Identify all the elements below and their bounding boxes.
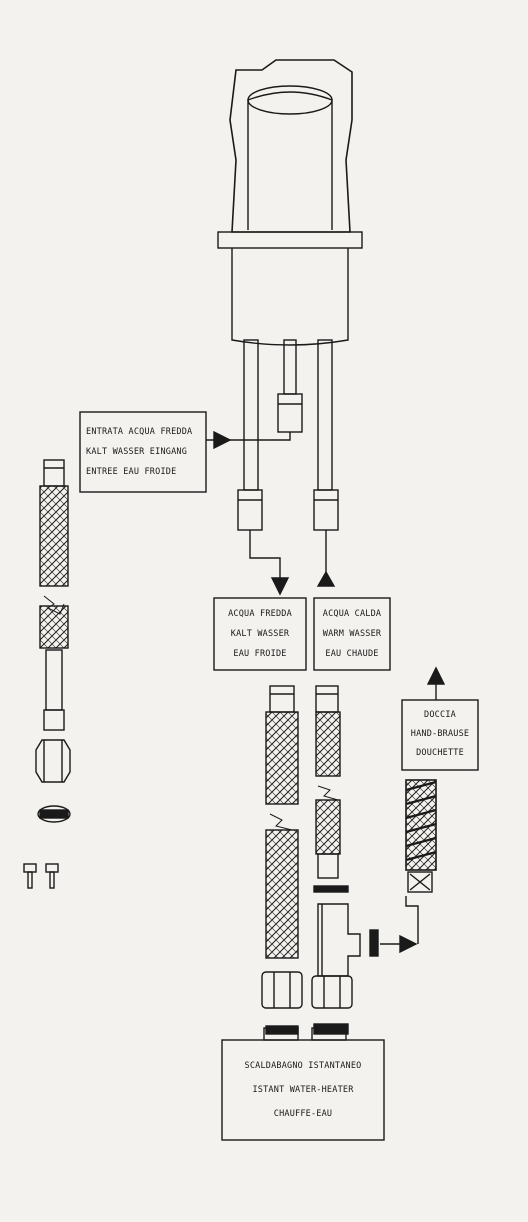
hot-water-line-1: ACQUA CALDA [322, 609, 382, 619]
heater-label: SCALDABAGNO ISTANTANEO ISTANT WATER-HEAT… [222, 1054, 384, 1126]
cold-water-label: ACQUA FREDDA KALT WASSER EAU FROIDE [214, 604, 306, 664]
cold-inlet-label: ENTRATA ACQUA FREDDA KALT WASSER EINGANG… [86, 422, 192, 482]
cold-inlet-line-3: ENTREE EAU FROIDE [86, 467, 177, 477]
hot-water-arrow [316, 530, 336, 587]
shower-box [401, 699, 479, 771]
cold-water-line-1: ACQUA FREDDA [228, 609, 292, 619]
shower-line-1: DOCCIA [424, 710, 456, 720]
heater-line-3: CHAUFFE-EAU [273, 1109, 333, 1119]
left-hose [23, 459, 71, 889]
mixer-unit [217, 59, 363, 491]
cold-inlet-box [79, 411, 207, 493]
cold-inlet-line-2: KALT WASSER EINGANG [86, 447, 188, 457]
cold-hose [261, 685, 303, 1035]
hot-water-label: ACQUA CALDA WARM WASSER EAU CHAUDE [314, 604, 390, 664]
hot-water-line-2: WARM WASSER [322, 629, 382, 639]
heater-line-1: SCALDABAGNO ISTANTANEO [244, 1061, 362, 1071]
cold-water-box [213, 597, 307, 671]
cold-water-line-3: EAU FROIDE [233, 649, 287, 659]
heater-box [221, 1039, 385, 1141]
heater-line-2: ISTANT WATER-HEATER [252, 1085, 354, 1095]
cold-inlet-line-1: ENTRATA ACQUA FREDDA [86, 427, 193, 437]
tap-fittings [237, 489, 339, 531]
hot-water-line-3: EAU CHAUDE [325, 649, 379, 659]
shower-label: DOCCIA HAND-BRAUSE DOUCHETTE [402, 706, 478, 763]
shower-line-3: DOUCHETTE [416, 748, 464, 758]
cold-water-line-2: KALT WASSER [230, 629, 290, 639]
hot-water-box [313, 597, 391, 671]
cold-water-arrow [249, 530, 290, 596]
cold-inlet-connector [206, 430, 291, 450]
shower-hose [380, 666, 446, 954]
hot-hose [311, 685, 379, 1035]
heater-inlets [263, 1027, 347, 1041]
shower-line-2: HAND-BRAUSE [410, 729, 470, 739]
